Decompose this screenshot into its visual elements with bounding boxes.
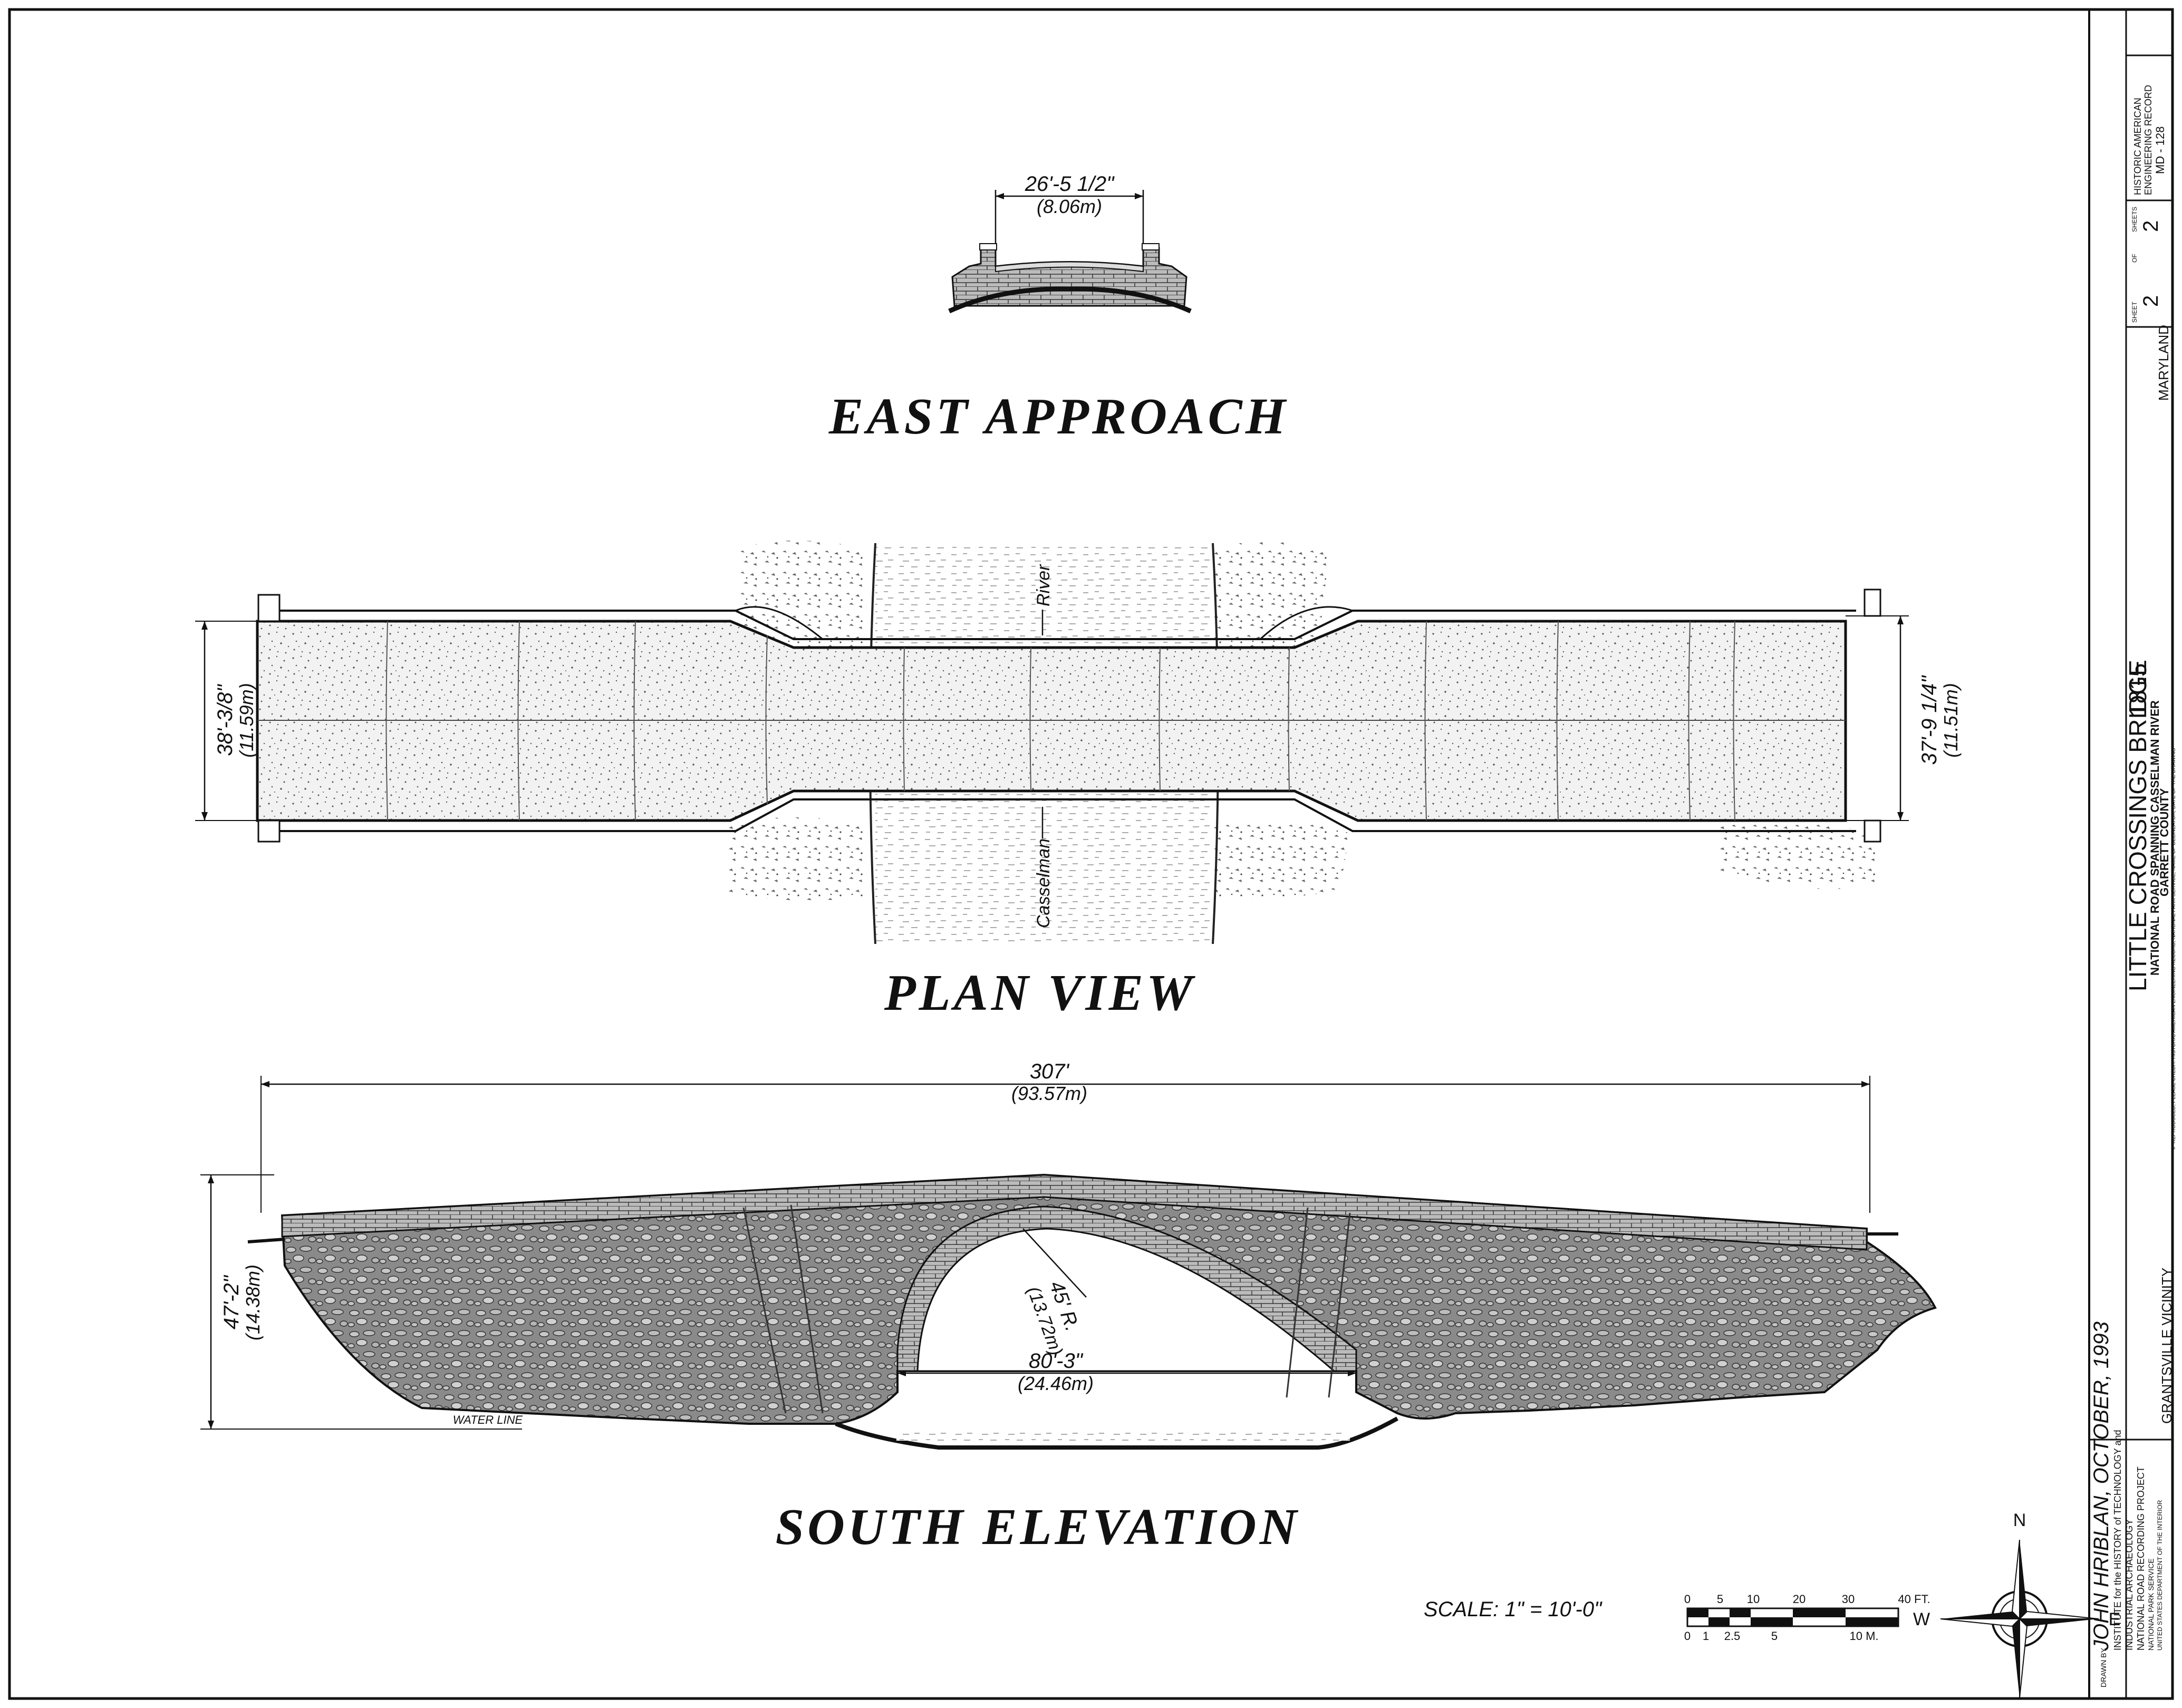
east-approach-width-ft: 26'-5 1/2" — [1025, 172, 1115, 196]
river-label-bottom: Casselman — [1034, 838, 1054, 928]
scale-m-tick-2: 2.5 — [1724, 1629, 1741, 1643]
river-label-top: River — [1034, 564, 1054, 606]
drawer-name: JOHN HRIBLAN, OCTOBER, 1993 — [2090, 1321, 2113, 1651]
east-approach-width-m: (8.06m) — [1037, 196, 1102, 217]
credit-note: IF REPRODUCED, PLEASE CREDIT: HISTORIC A… — [2171, 748, 2177, 1150]
water-line-label: WATER LINE — [453, 1413, 523, 1426]
title-block: DRAWN BY JOHN HRIBLAN, OCTOBER, 1993 INS… — [2089, 54, 2177, 1687]
scale-ft-tick-2: 10 — [1747, 1593, 1760, 1606]
vicinity: GRANTSVILLE VICINITY — [2159, 1268, 2175, 1424]
sheets-total: 2 — [2139, 220, 2162, 232]
bridge-year: 1815 — [2124, 663, 2151, 717]
plan-right-width-ft: 37'-9 1/4" — [1918, 675, 1941, 765]
plan-right-width-m: (11.51m) — [1940, 683, 1962, 757]
bridge-subtitle-1: NATIONAL ROAD SPANNING CASSELMAN RIVER — [2148, 700, 2161, 976]
sheets-label: SHEETS — [2131, 207, 2138, 232]
arch-span-ft: 80'-3" — [1029, 1349, 1084, 1373]
south-elevation-view: 307' (93.57m) 47'-2" (14.38m) WATER LINE… — [200, 1060, 1937, 1450]
bridge-subtitle-2: GARRETT COUNTY — [2158, 788, 2171, 896]
scale-label: SCALE: 1" = 10'-0" — [1424, 1598, 1602, 1621]
institute-line-2: INDUSTRIAL ARCHAEOLOGY — [2124, 1519, 2135, 1651]
compass-w: W — [1913, 1609, 1930, 1629]
elevation-height-m: (14.38m) — [242, 1265, 264, 1340]
scale-ft-tick-3: 20 — [1793, 1593, 1806, 1606]
haer-number: MD - 128 — [2154, 127, 2167, 174]
elevation-length-m: (93.57m) — [1011, 1083, 1087, 1104]
plan-left-width-m: (11.59m) — [236, 683, 257, 757]
scale-m-tick-1: 1 — [1703, 1629, 1709, 1643]
institute-line-4: NATIONAL PARK SERVICE — [2147, 1558, 2155, 1651]
of-label: OF — [2131, 254, 2138, 263]
scale-bar: SCALE: 1" = 10'-0" 0 5 10 20 30 40 FT. 0… — [1424, 1593, 1930, 1643]
scale-m-tick-4: 10 M. — [1849, 1629, 1878, 1643]
institute-line-3: NATIONAL ROAD RECORDING PROJECT — [2136, 1466, 2146, 1651]
institute-line-1: INSTITUTE for the HISTORY of TECHNOLOGY … — [2112, 1430, 2123, 1651]
plan-view-title: PLAN VIEW — [884, 964, 1195, 1021]
north-arrow-icon: N S E W — [1913, 1510, 2121, 1699]
elevation-height-ft: 47'-2" — [220, 1275, 243, 1329]
compass-e: E — [2109, 1609, 2121, 1629]
institute-line-5: UNITED STATES DEPARTMENT OF THE INTERIOR — [2156, 1500, 2164, 1651]
scale-ft-tick-1: 5 — [1717, 1593, 1723, 1606]
south-elevation-title: SOUTH ELEVATION — [776, 1499, 1300, 1556]
scale-ft-tick-0: 0 — [1684, 1593, 1691, 1606]
scale-m-tick-0: 0 — [1684, 1629, 1691, 1643]
elevation-length-ft: 307' — [1030, 1060, 1070, 1083]
scale-ft-tick-5: 40 FT. — [1898, 1593, 1930, 1606]
scale-m-tick-3: 5 — [1771, 1629, 1778, 1643]
sheet-label: SHEET — [2131, 301, 2138, 323]
arch-span-m: (24.46m) — [1018, 1373, 1094, 1394]
state: MARYLAND — [2156, 325, 2171, 401]
plan-view: River Casselman 38'-3/8" (11.59m) 37'-9 … — [195, 541, 1962, 944]
scale-ft-tick-4: 30 — [1842, 1593, 1855, 1606]
haer-line-2: ENGINEERING RECORD — [2143, 85, 2154, 195]
east-approach-title: EAST APPROACH — [828, 388, 1289, 445]
compass-n: N — [2013, 1510, 2026, 1530]
plan-left-width-ft: 38'-3/8" — [214, 684, 237, 756]
east-approach-view: 26'-5 1/2" (8.06m) — [948, 172, 1192, 314]
drawn-by-label: DRAWN BY — [2099, 1647, 2108, 1687]
haer-line-1: HISTORIC AMERICAN — [2132, 98, 2143, 195]
sheet-number: 2 — [2139, 295, 2162, 307]
bridge-name: LITTLE CROSSINGS BRIDGE — [2124, 660, 2151, 991]
sheet-border — [8, 8, 2174, 1700]
